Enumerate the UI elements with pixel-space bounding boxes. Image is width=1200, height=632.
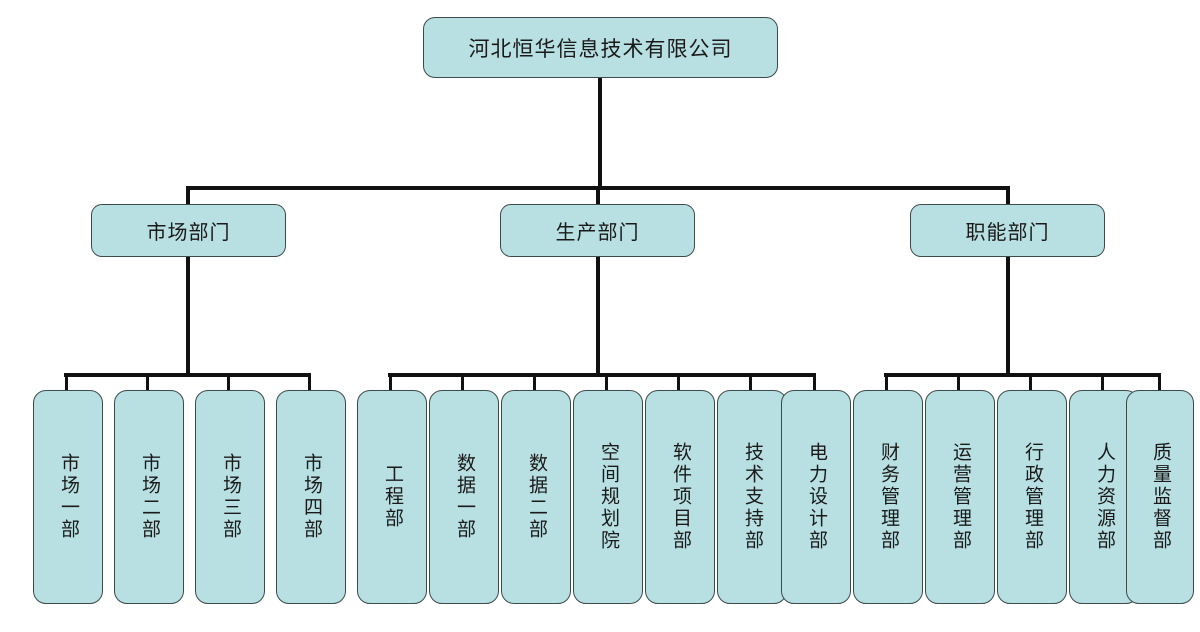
node-leaf-quality-supervision[interactable]: 质量监督部 (1126, 390, 1194, 604)
connector-drop-branch-1 (186, 186, 190, 206)
connector-branch-3-stem (1006, 257, 1010, 375)
connector-branch-2-bus (388, 373, 816, 377)
node-leaf-administration[interactable]: 行政管理部 (997, 390, 1067, 604)
node-branch-production[interactable]: 生产部门 (500, 204, 695, 257)
node-leaf-software-project[interactable]: 软件项目部 (645, 390, 715, 604)
connector-leaf-drop-10 (749, 373, 752, 392)
node-leaf-market-3-label: 市场三部 (219, 453, 242, 541)
connector-leaf-drop-16 (1158, 373, 1161, 392)
node-leaf-engineering-label: 工程部 (381, 464, 404, 530)
node-leaf-finance[interactable]: 财务管理部 (853, 390, 923, 604)
connector-leaf-drop-11 (813, 373, 816, 392)
node-leaf-market-2-label: 市场二部 (138, 453, 161, 541)
node-leaf-market-1-label: 市场一部 (57, 453, 80, 541)
connector-leaf-drop-12 (885, 373, 888, 392)
node-leaf-finance-label: 财务管理部 (877, 442, 900, 552)
connector-leaf-drop-1 (65, 373, 68, 392)
connector-leaf-drop-5 (389, 373, 392, 392)
node-branch-functional-label: 职能部门 (965, 220, 1050, 244)
node-leaf-engineering[interactable]: 工程部 (357, 390, 427, 604)
node-leaf-market-1[interactable]: 市场一部 (33, 390, 103, 604)
connector-leaf-drop-6 (461, 373, 464, 392)
node-leaf-power-design[interactable]: 电力设计部 (781, 390, 851, 604)
connector-leaf-drop-13 (957, 373, 960, 392)
connector-leaf-drop-3 (227, 373, 230, 392)
connector-leaf-drop-15 (1101, 373, 1104, 392)
connector-leaf-drop-2 (146, 373, 149, 392)
connector-branch-3-bus (884, 373, 1161, 377)
node-leaf-tech-support[interactable]: 技术支持部 (717, 390, 787, 604)
node-branch-marketing-label: 市场部门 (146, 220, 231, 244)
node-branch-production-label: 生产部门 (555, 220, 640, 244)
node-leaf-data-1-label: 数据一部 (453, 453, 476, 541)
node-leaf-market-4-label: 市场四部 (300, 453, 323, 541)
connector-branch-1-stem (186, 257, 190, 375)
node-leaf-market-4[interactable]: 市场四部 (276, 390, 346, 604)
connector-drop-branch-2 (596, 186, 600, 206)
connector-leaf-drop-7 (533, 373, 536, 392)
node-branch-functional[interactable]: 职能部门 (910, 204, 1105, 257)
connector-leaf-drop-9 (677, 373, 680, 392)
node-leaf-data-2-label: 数据二部 (525, 453, 548, 541)
node-leaf-software-project-label: 软件项目部 (669, 442, 692, 552)
node-root-company-label: 河北恒华信息技术有限公司 (468, 36, 733, 61)
node-branch-marketing[interactable]: 市场部门 (91, 204, 286, 257)
node-leaf-operations[interactable]: 运营管理部 (925, 390, 995, 604)
node-leaf-data-2[interactable]: 数据二部 (501, 390, 571, 604)
node-leaf-data-1[interactable]: 数据一部 (429, 390, 499, 604)
node-leaf-quality-supervision-label: 质量监督部 (1149, 442, 1172, 552)
connector-leaf-drop-14 (1029, 373, 1032, 392)
node-root-company[interactable]: 河北恒华信息技术有限公司 (423, 17, 778, 78)
node-leaf-human-resources-label: 人力资源部 (1093, 442, 1116, 552)
node-leaf-tech-support-label: 技术支持部 (741, 442, 764, 552)
node-leaf-spatial-planning[interactable]: 空间规划院 (573, 390, 643, 604)
connector-leaf-drop-4 (308, 373, 311, 392)
node-leaf-market-3[interactable]: 市场三部 (195, 390, 265, 604)
node-leaf-administration-label: 行政管理部 (1021, 442, 1044, 552)
connector-branch-1-bus (64, 373, 311, 377)
node-leaf-power-design-label: 电力设计部 (805, 442, 828, 552)
node-leaf-spatial-planning-label: 空间规划院 (597, 442, 620, 552)
connector-branch-2-stem (596, 257, 600, 375)
node-leaf-market-2[interactable]: 市场二部 (114, 390, 184, 604)
node-leaf-operations-label: 运营管理部 (949, 442, 972, 552)
connector-root-stem (598, 78, 602, 188)
connector-leaf-drop-8 (605, 373, 608, 392)
connector-drop-branch-3 (1006, 186, 1010, 206)
